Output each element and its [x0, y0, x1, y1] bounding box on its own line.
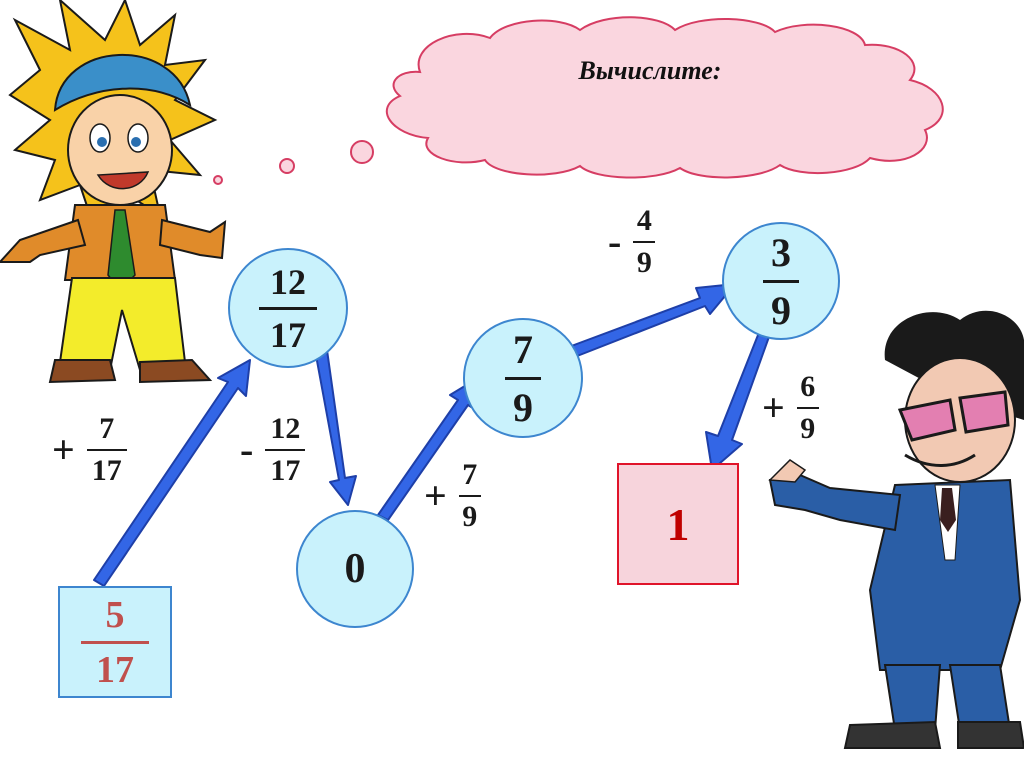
operation-denominator: 9 [800, 412, 816, 445]
operation-numerator: 6 [800, 370, 816, 403]
cartoon-boy-icon [0, 0, 227, 384]
fraction-bar [81, 640, 149, 644]
result-box: 1 [617, 463, 739, 585]
task-title: Вычислите: [578, 56, 722, 85]
operation-minus-12-17: - 12 17 [240, 412, 306, 487]
node-7-9: 7 9 [463, 318, 583, 438]
node-12-17: 12 17 [228, 248, 348, 368]
fraction-bar [265, 449, 306, 451]
operation-fraction: 7 17 [86, 412, 127, 487]
start-denominator: 17 [96, 648, 134, 691]
start-value-box: 5 17 [58, 586, 172, 698]
node-0: 0 [296, 510, 414, 628]
operation-numerator: 7 [462, 458, 478, 491]
thought-cloud-icon [385, 16, 944, 179]
node-fraction: 3 9 [763, 229, 799, 334]
node-denominator: 9 [513, 384, 533, 430]
result-value: 1 [666, 498, 690, 550]
operation-denominator: 9 [636, 246, 652, 279]
node-denominator: 9 [771, 287, 791, 333]
operation-fraction: 4 9 [633, 204, 656, 279]
fraction-bar [259, 306, 317, 310]
arrow-n1-to-n2 [314, 349, 357, 506]
operation-sign: - [608, 219, 622, 264]
cartoon-teacher-icon [768, 310, 1024, 749]
operation-denominator: 17 [270, 454, 301, 487]
fraction-bar [633, 241, 656, 243]
operation-sign: + [762, 385, 785, 430]
start-numerator: 5 [105, 593, 125, 636]
fraction-bar [763, 279, 799, 283]
operation-fraction: 7 9 [458, 458, 481, 533]
node-numerator: 3 [771, 229, 791, 275]
node-numerator: 12 [270, 261, 306, 302]
node-3-9: 3 9 [722, 222, 840, 340]
arrow-n4-to-result [705, 329, 771, 471]
operation-sign: + [52, 427, 75, 472]
operation-minus-4-9: - 4 9 [608, 204, 656, 279]
path-arrows [93, 283, 771, 587]
start-fraction: 5 17 [60, 588, 170, 696]
fraction-bar [796, 407, 819, 409]
node-fraction: 7 9 [505, 326, 541, 431]
operation-numerator: 7 [99, 412, 115, 445]
node-fraction: 12 17 [259, 261, 317, 356]
thought-bubble-dots [213, 140, 374, 185]
operation-plus-6-9: + 6 9 [762, 372, 819, 444]
operation-denominator: 17 [91, 454, 122, 487]
node-denominator: 17 [270, 314, 306, 355]
fraction-bar [505, 376, 541, 380]
fraction-bar [86, 449, 127, 451]
arrow-n3-to-n4 [565, 283, 736, 359]
operation-numerator: 4 [636, 204, 652, 237]
operation-plus-7-17: + 7 17 [52, 414, 127, 486]
arrow-start-to-n1 [93, 359, 251, 587]
operation-fraction: 6 9 [796, 370, 819, 445]
operation-denominator: 9 [462, 500, 478, 533]
operation-sign: + [424, 473, 447, 518]
node-value: 0 [344, 546, 366, 592]
operation-numerator: 12 [270, 412, 301, 445]
operation-fraction: 12 17 [265, 412, 306, 487]
operation-sign: - [240, 427, 254, 472]
fraction-bar [458, 495, 481, 497]
node-numerator: 7 [513, 326, 533, 372]
operation-plus-7-9: + 7 9 [424, 460, 481, 532]
